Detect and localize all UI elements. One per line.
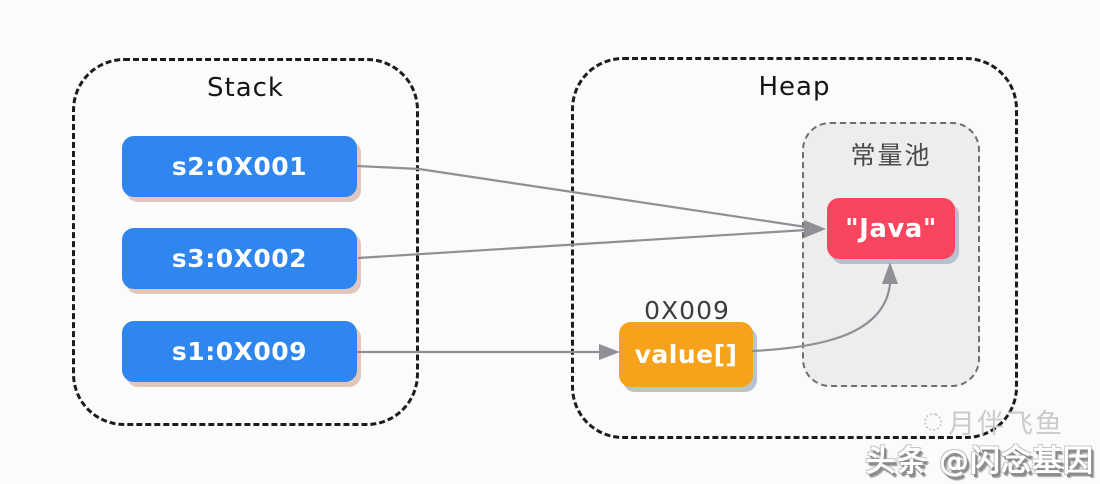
constant-pool-region: 常量池 "Java" bbox=[802, 122, 980, 387]
heap-region: Heap 常量池 "Java" 0X009 value[] bbox=[571, 57, 1018, 439]
string-constant-node: "Java" bbox=[827, 198, 955, 259]
stack-node-s3: s3:0X002 bbox=[122, 228, 357, 289]
value-node-address-label: 0X009 bbox=[644, 296, 730, 325]
credit-watermark: 头条 @闪念基因 bbox=[865, 444, 1094, 479]
faint-watermark: 月伴飞鱼 bbox=[921, 402, 1064, 441]
constant-pool-title: 常量池 bbox=[850, 141, 932, 170]
stack-node-s3-label: s3:0X002 bbox=[171, 244, 308, 273]
stack-node-s2: s2:0X001 bbox=[122, 136, 357, 197]
value-array-label: value[] bbox=[634, 340, 738, 369]
faint-watermark-text: 月伴飞鱼 bbox=[948, 409, 1064, 440]
value-array-node: value[] bbox=[619, 322, 753, 387]
stack-node-s1: s1:0X009 bbox=[122, 321, 357, 382]
heap-region-title: Heap bbox=[758, 72, 831, 102]
stack-region-title: Stack bbox=[207, 73, 284, 103]
stack-node-s1-label: s1:0X009 bbox=[171, 337, 308, 366]
stack-node-s2-label: s2:0X001 bbox=[171, 152, 308, 181]
string-constant-label: "Java" bbox=[845, 213, 937, 244]
faint-watermark-logo-icon bbox=[921, 409, 945, 434]
stack-region: Stack s2:0X001 s3:0X002 s1:0X009 bbox=[72, 58, 419, 426]
